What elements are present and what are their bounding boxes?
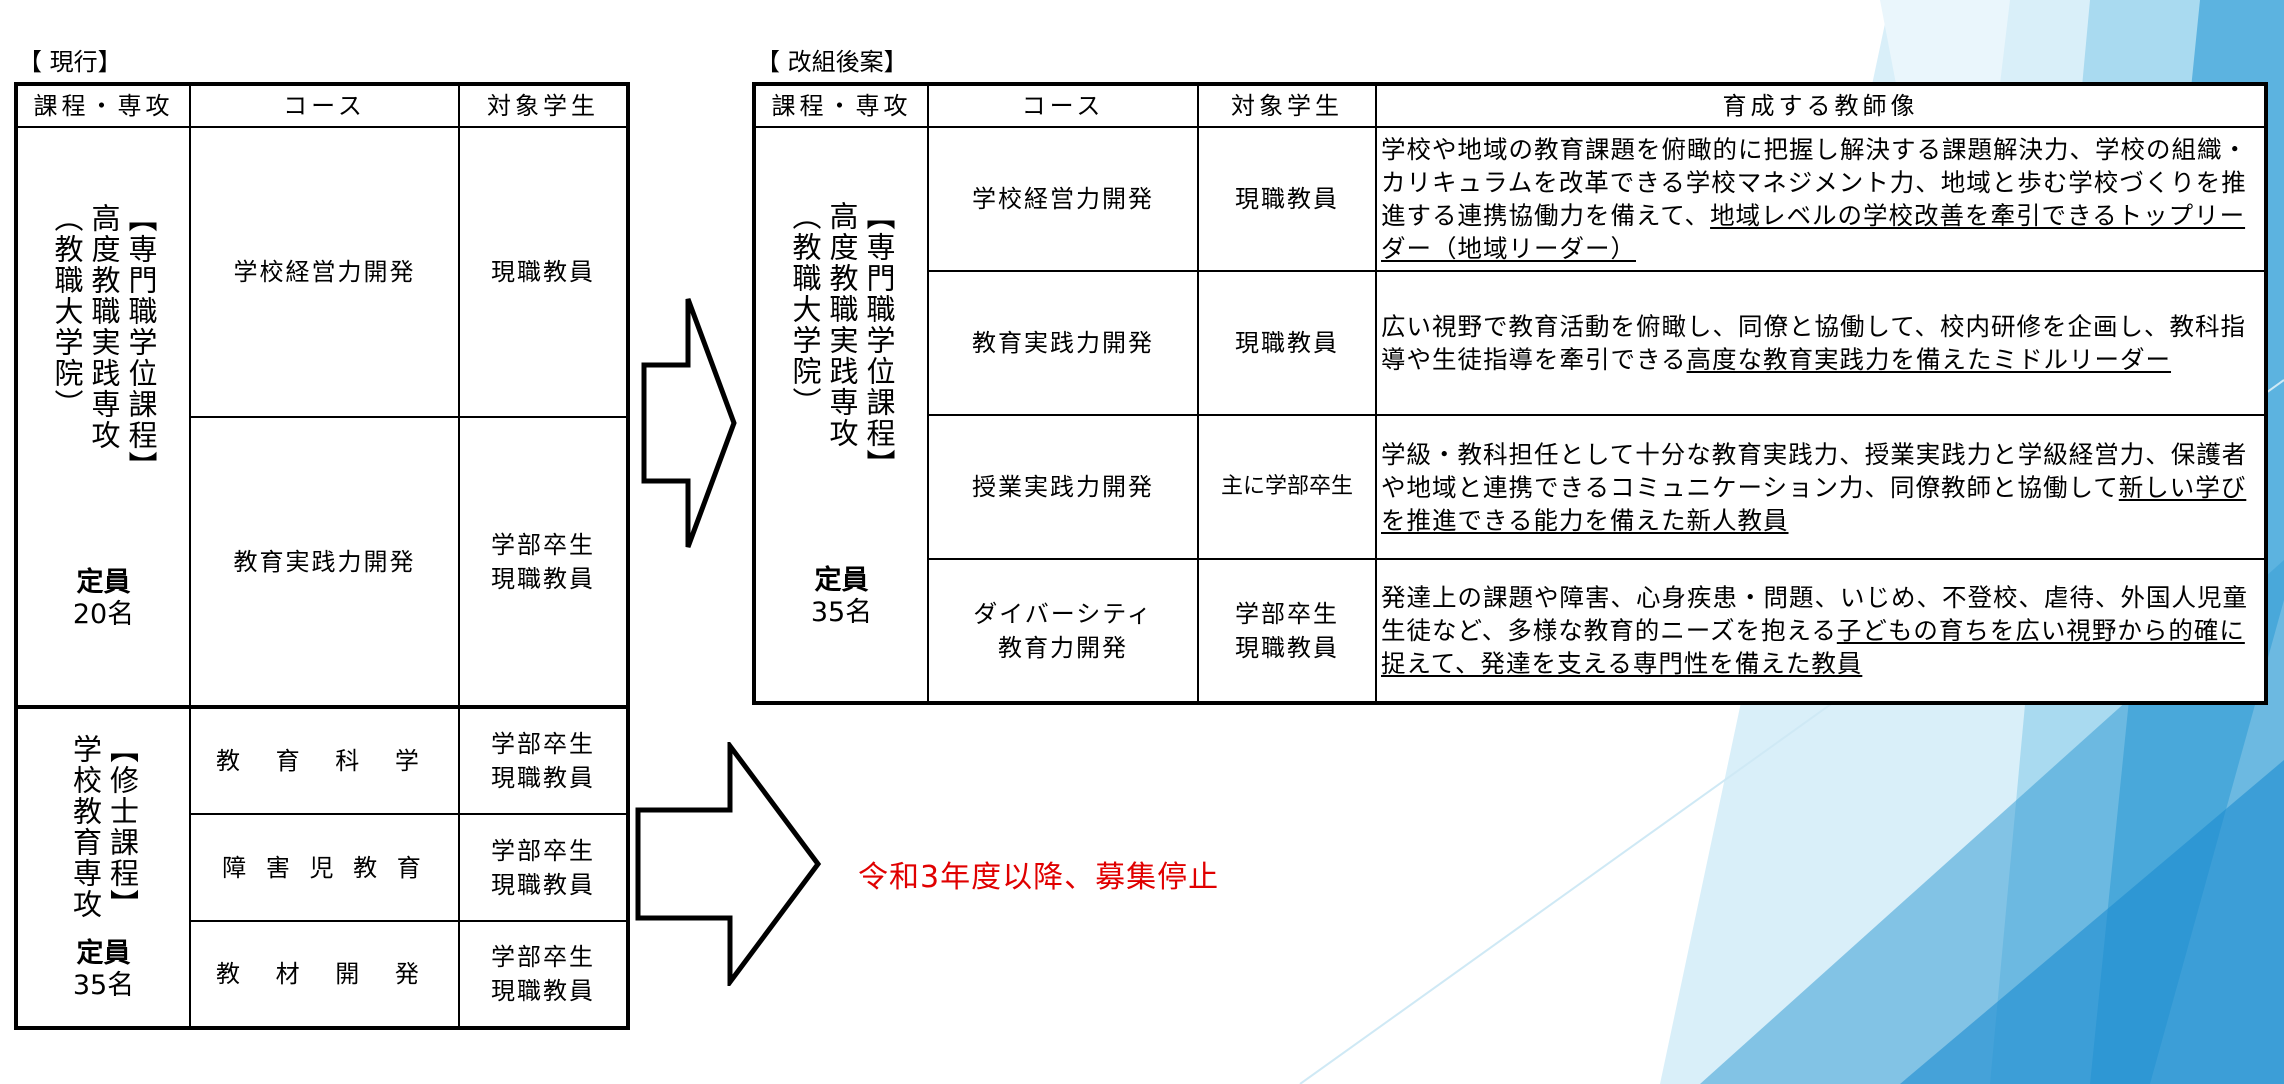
header-course: コース — [927, 83, 1199, 128]
table-row: 【専門職学位課程】 高度教職実践専攻 （教職大学院） 定員 20名 学校経営力開… — [15, 126, 629, 708]
desc-highlight: 高度な教育実践力を備えたミドルリーダー — [1686, 345, 2172, 374]
table-row: 【修士課程】 学校教育専攻 定員 35名 教 育 科 学 学部卒生 現職教員 — [15, 706, 629, 1029]
current-caption: 【 現行】 — [18, 48, 122, 76]
desc-text: 学級・教科担任として十分な教育実践力、授業実践力と学級経営力、保護者や地域と連携… — [1381, 439, 2248, 502]
students-cell: 現職教員 — [1197, 270, 1377, 416]
proposed-program-cell: 【専門職学位課程】 高度教職実践専攻 （教職大学院） 定員 35名 — [753, 126, 929, 704]
header-course: コース — [189, 83, 460, 128]
capacity-label: 定員 — [76, 937, 131, 969]
teacher-image-cell: 広い視野で教育活動を俯瞰し、同僚と協働して、校内研修を企画し、教科指導や生徒指導… — [1375, 270, 2267, 416]
capacity-label: 定員 — [814, 564, 869, 596]
table-row: 教育実践力開発 学部卒生 現職教員 — [16, 416, 629, 708]
header-students: 対象学生 — [458, 83, 629, 128]
masters-program-cell: 【修士課程】 学校教育専攻 定員 35名 — [15, 706, 191, 1029]
course-cell: 障 害 児 教 育 — [189, 813, 460, 922]
table-row: 障 害 児 教 育 学部卒生 現職教員 — [16, 813, 629, 922]
teacher-image-cell: 学校や地域の教育課題を俯瞰的に把握し解決する課題解決力、学校の組織・カリキュラム… — [1375, 126, 2267, 272]
students-cell: 学部卒生 現職教員 — [1197, 558, 1377, 704]
capacity-value: 35名 — [72, 969, 135, 1001]
desc-text: 広い視野で教育活動を俯瞰し、同僚と協働して、校内研修を企画し、教科指導や生徒指導… — [1381, 312, 2247, 374]
desc-text: 学校や地域の教育課題を俯瞰的に把握し解決する課題解決力、学校の組織・カリキュラム… — [1381, 135, 2248, 230]
desc-text: 発達上の課題や障害、心身疾患・問題、いじめ、不登校、虐待、外国人児童生徒など、多… — [1381, 583, 2248, 645]
masters-type-label: 【修士課程】 — [105, 733, 140, 920]
program-major-label: 高度教職実践専攻 — [87, 202, 121, 451]
current-table: 課程・専攻 コース 対象学生 【専門職学位課程】 高度教職実践専攻 （教職大学院… — [14, 82, 630, 1030]
header-program: 課程・専攻 — [753, 83, 929, 128]
table-row: 教 材 開 発 学部卒生 現職教員 — [16, 920, 629, 1029]
capacity-value: 20名 — [72, 598, 135, 630]
course-cell: 教育実践力開発 — [927, 270, 1199, 416]
course-cell: 教 材 開 発 — [189, 920, 460, 1029]
capacity-value: 35名 — [810, 596, 873, 628]
teacher-image-cell: 学級・教科担任として十分な教育実践力、授業実践力と学級経営力、保護者や地域と連携… — [1375, 414, 2267, 560]
table-row: ダイバーシティ 教育力開発 学部卒生 現職教員 発達上の課題や障害、心身疾患・問… — [754, 558, 2267, 704]
program-type-label: 【専門職学位課程】 — [124, 202, 158, 482]
students-cell: 学部卒生 現職教員 — [458, 813, 629, 922]
table-row: 教育実践力開発 現職教員 広い視野で教育活動を俯瞰し、同僚と協働して、校内研修を… — [754, 270, 2267, 416]
desc-highlight: 新しい学びを推進できる能力を備えた新人教員 — [1381, 472, 2247, 535]
recruitment-stop-notice: 令和3年度以降、募集停止 — [858, 860, 1220, 895]
students-cell: 学部卒生 現職教員 — [458, 920, 629, 1029]
proposed-caption: 【 改組後案】 — [756, 48, 908, 76]
desc-highlight: 子どもの育ちを広い視野から的確に捉えて、発達を支える専門性を備えた教員 — [1381, 616, 2245, 678]
proposed-table: 課程・専攻 コース 対象学生 育成する教師像 【専門職学位課程】 高度教職実践専… — [752, 82, 2268, 705]
capacity-label: 定員 — [76, 566, 131, 598]
header-teacher-image: 育成する教師像 — [1375, 83, 2267, 128]
professional-program-cell: 【専門職学位課程】 高度教職実践専攻 （教職大学院） 定員 20名 — [15, 126, 191, 708]
course-cell: 学校経営力開発 — [189, 126, 460, 418]
course-cell: 教 育 科 学 — [189, 706, 460, 815]
table-row: 授業実践力開発 主に学部卒生 学級・教科担任として十分な教育実践力、授業実践力と… — [754, 414, 2267, 560]
students-cell: 学部卒生 現職教員 — [458, 416, 629, 708]
course-cell: 教育実践力開発 — [189, 416, 460, 708]
masters-major-label: 学校教育専攻 — [68, 733, 103, 920]
program-type-label: 【専門職学位課程】 — [862, 200, 896, 480]
students-cell: 主に学部卒生 — [1197, 414, 1377, 560]
program-school-label: （教職大学院） — [50, 202, 84, 420]
course-cell: ダイバーシティ 教育力開発 — [927, 558, 1199, 704]
students-cell: 学部卒生 現職教員 — [458, 706, 629, 815]
proposed-header-row: 課程・専攻 コース 対象学生 育成する教師像 — [753, 83, 2267, 128]
students-cell: 現職教員 — [1197, 126, 1377, 272]
desc-highlight: 地域レベルの学校改善を牽引できるトップリーダー（地域リーダー） — [1381, 201, 2246, 263]
program-school-label: （教職大学院） — [788, 200, 822, 418]
teacher-image-cell: 発達上の課題や障害、心身疾患・問題、いじめ、不登校、虐待、外国人児童生徒など、多… — [1375, 558, 2267, 704]
current-header-row: 課程・専攻 コース 対象学生 — [15, 83, 629, 128]
program-major-label: 高度教職実践専攻 — [825, 200, 859, 449]
header-students: 対象学生 — [1197, 83, 1377, 128]
students-cell: 現職教員 — [458, 126, 629, 418]
right-arrow-icon — [641, 298, 737, 548]
header-program: 課程・専攻 — [15, 83, 191, 128]
table-row: 【専門職学位課程】 高度教職実践専攻 （教職大学院） 定員 35名 学校経営力開… — [753, 126, 2267, 704]
course-cell: 授業実践力開発 — [927, 414, 1199, 560]
course-cell: 学校経営力開発 — [927, 126, 1199, 272]
right-arrow-icon — [635, 742, 822, 986]
